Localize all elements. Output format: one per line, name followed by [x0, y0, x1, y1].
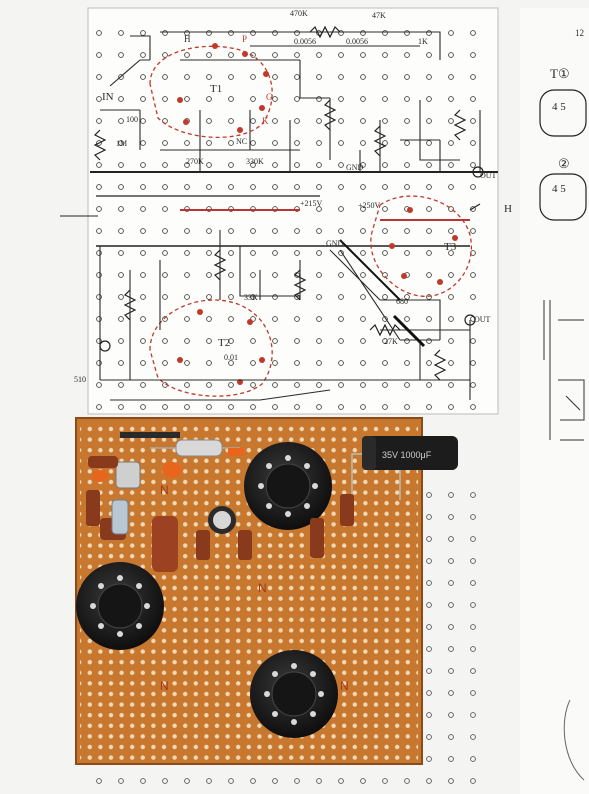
side-label-pins-1: 4 5	[552, 101, 566, 113]
label-r2: 47K	[372, 11, 386, 20]
label-gnd1: GND	[346, 163, 364, 172]
side-label-12: 12	[575, 28, 584, 38]
svg-text:N: N	[340, 679, 349, 693]
tube-socket-3	[250, 650, 338, 738]
label-r3: 1K	[418, 37, 428, 46]
label-r510: 510	[74, 375, 86, 384]
label-out2: OUT	[474, 315, 491, 324]
label-h-arrow: H	[504, 203, 512, 215]
side-label-t1: T①	[550, 66, 570, 81]
label-r680: 680	[396, 297, 408, 306]
label-t3: T3	[444, 241, 457, 253]
label-gnd2: GND	[326, 239, 344, 248]
label-t2: T2	[218, 337, 230, 349]
capacitor-marking: 35V 1000μF	[382, 450, 432, 460]
schematic-sheet: 470K 47K 0.0056 0.0056 1K IN T1 T2 T3 H …	[60, 7, 512, 415]
label-r330: 330K	[246, 157, 264, 166]
side-label-two: ②	[558, 156, 570, 171]
label-out1: OUT	[480, 171, 497, 180]
label-c001: 0.01	[224, 353, 238, 362]
label-r1: 470K	[290, 9, 308, 18]
components	[86, 432, 354, 572]
svg-text:N: N	[160, 679, 169, 693]
electrolytic-capacitor: 35V 1000μF	[351, 436, 458, 510]
label-r1m: 1M	[116, 139, 127, 148]
label-b250: +250V	[358, 201, 381, 210]
side-sheet: 12 T① 4 5 ② 4 5	[520, 8, 589, 794]
side-label-pins-2: 4 5	[552, 183, 566, 195]
label-g: G	[266, 92, 273, 102]
label-in: IN	[102, 91, 114, 103]
label-r270: 270K	[186, 157, 204, 166]
tube-socket-1	[244, 442, 332, 530]
label-c2: 0.0056	[346, 37, 368, 46]
label-r33k: 33K	[244, 293, 258, 302]
label-b215: +215V	[300, 199, 323, 208]
label-nc: NC	[236, 137, 247, 146]
svg-text:N: N	[258, 581, 267, 595]
label-c100: 100	[126, 115, 138, 124]
label-c1: 0.0056	[294, 37, 316, 46]
label-h: H	[184, 34, 191, 44]
label-k: K	[262, 116, 269, 126]
label-r27k: 27K	[384, 337, 398, 346]
tube-socket-2	[76, 562, 164, 650]
label-t1: T1	[210, 83, 222, 95]
label-p: P	[242, 34, 247, 44]
svg-text:N: N	[160, 483, 169, 497]
